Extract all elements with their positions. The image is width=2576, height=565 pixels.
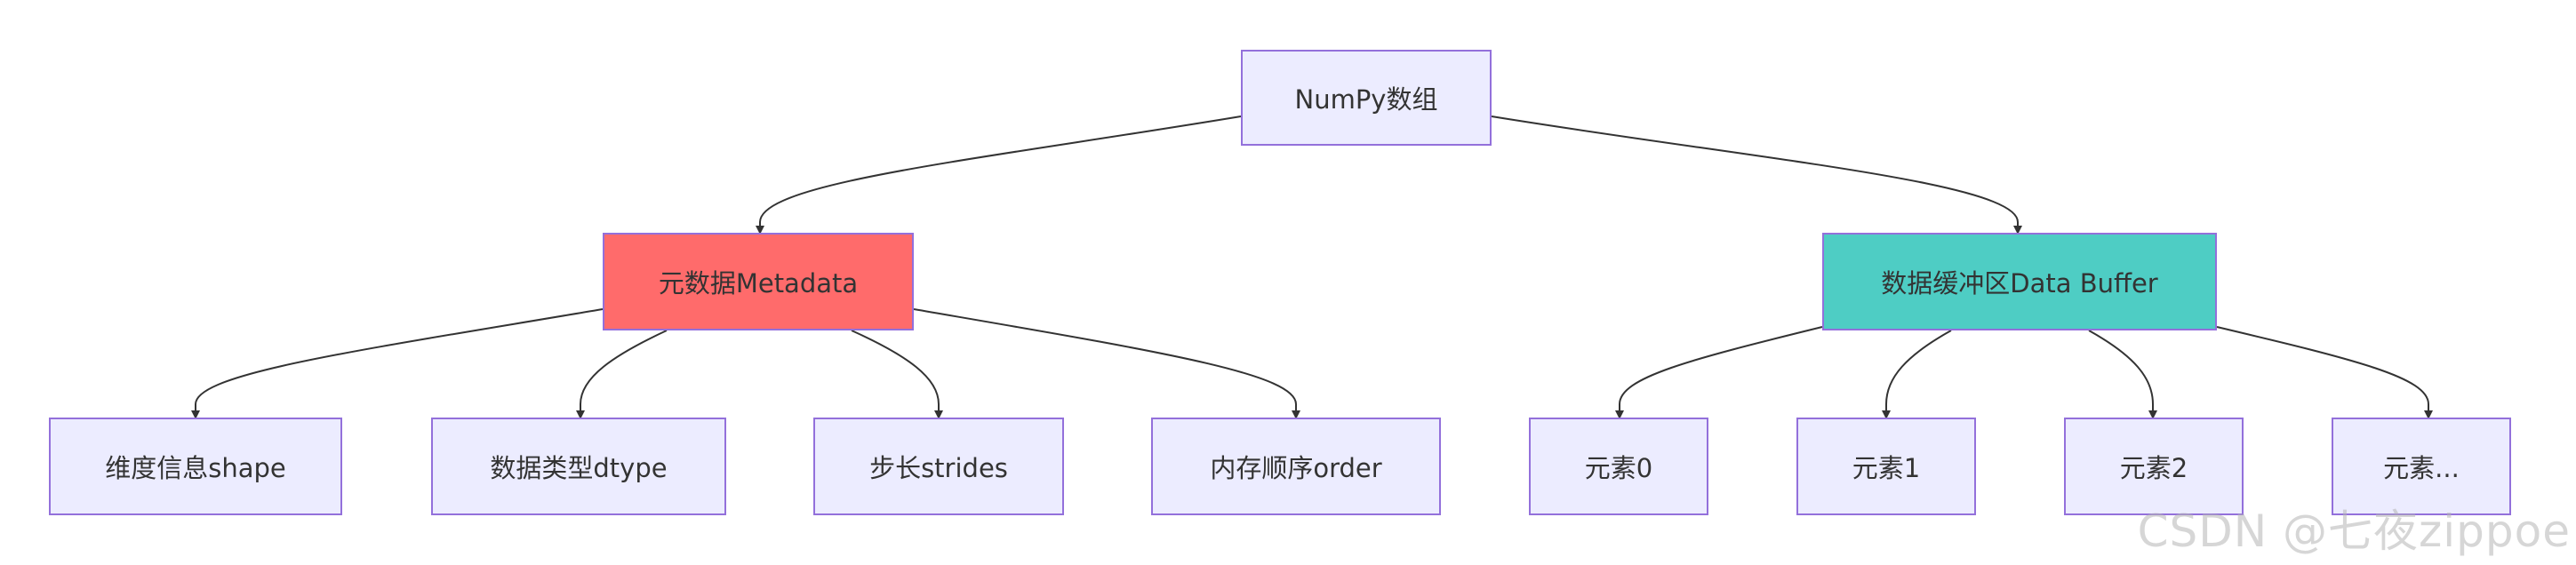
- node-numpy-array-label: NumPy数组: [1294, 84, 1438, 115]
- node-strides-label: 步长strides: [869, 453, 1008, 483]
- node-order-label: 内存顺序order: [1210, 453, 1382, 483]
- edge-metadata-order: [913, 308, 1300, 419]
- node-element-1-label: 元素1: [1852, 453, 1921, 483]
- node-metadata-label: 元数据Metadata: [658, 268, 859, 298]
- edge-buffer-elem2: [2088, 330, 2157, 419]
- edge-buffer-elem0: [1615, 326, 1823, 419]
- node-dtype-label: 数据类型dtype: [490, 453, 668, 483]
- node-element-more: 元素...: [2332, 418, 2511, 515]
- edge-buffer-elem1: [1882, 330, 1952, 419]
- node-metadata: 元数据Metadata: [603, 233, 914, 330]
- node-element-2-label: 元素2: [2119, 453, 2188, 483]
- edge-metadata-shape: [191, 308, 604, 419]
- node-shape-label: 维度信息shape: [105, 453, 286, 483]
- node-element-more-label: 元素...: [2383, 453, 2460, 483]
- node-element-2: 元素2: [2064, 418, 2244, 515]
- edge-metadata-strides: [851, 330, 943, 419]
- node-element-0: 元素0: [1529, 418, 1708, 515]
- node-element-0-label: 元素0: [1584, 453, 1653, 483]
- edge-buffer-elemmore: [2216, 326, 2433, 419]
- node-strides: 步长strides: [813, 418, 1064, 515]
- edge-root-buffer: [1491, 115, 2022, 235]
- node-shape: 维度信息shape: [49, 418, 342, 515]
- node-dtype: 数据类型dtype: [431, 418, 726, 515]
- edge-metadata-dtype: [576, 330, 668, 419]
- watermark: CSDN @七夜zippoe: [2137, 505, 2571, 557]
- node-numpy-array: NumPy数组: [1241, 50, 1492, 146]
- node-element-1: 元素1: [1796, 418, 1976, 515]
- node-data-buffer: 数据缓冲区Data Buffer: [1822, 233, 2217, 330]
- node-data-buffer-label: 数据缓冲区Data Buffer: [1881, 268, 2158, 298]
- edge-root-metadata: [756, 115, 1242, 235]
- node-order: 内存顺序order: [1151, 418, 1441, 515]
